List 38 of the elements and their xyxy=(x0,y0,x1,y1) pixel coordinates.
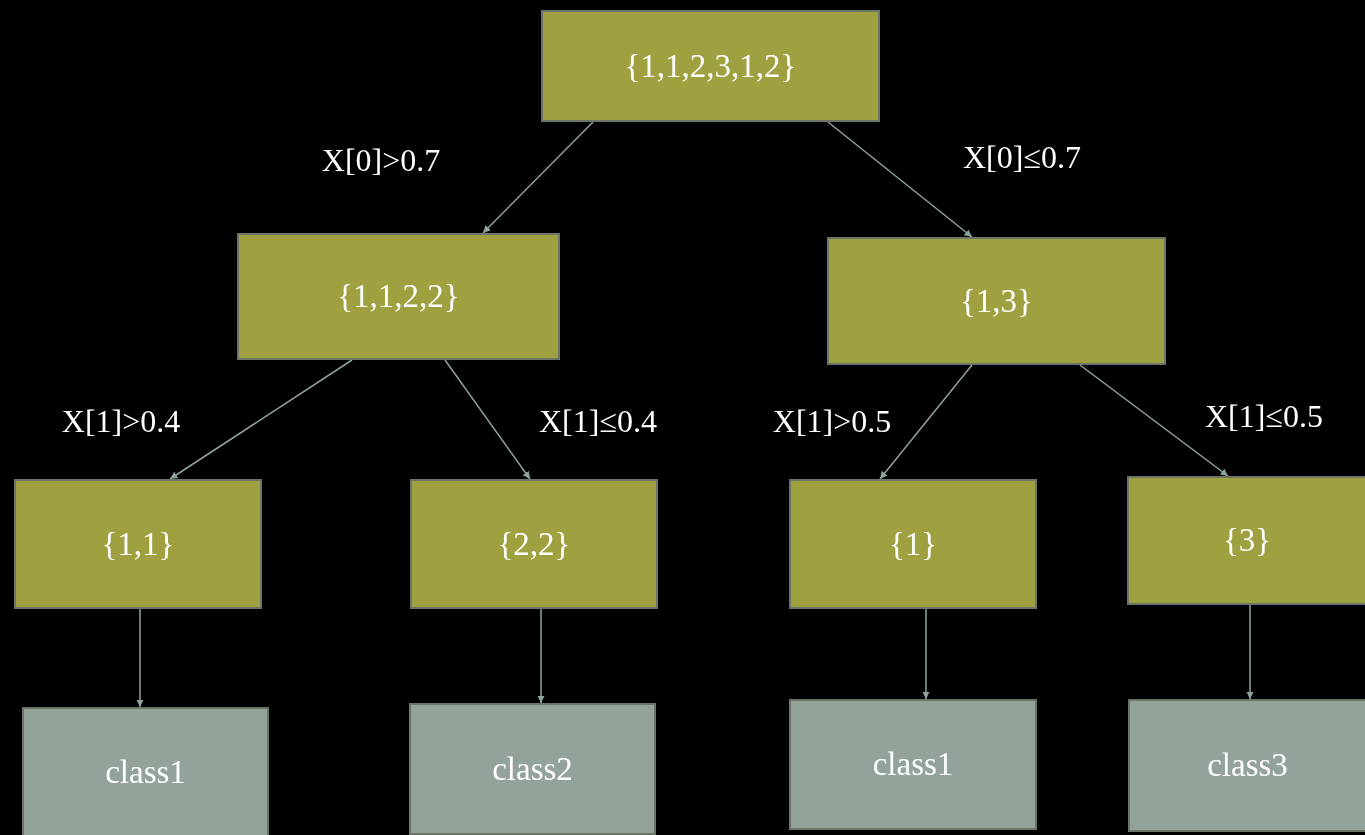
split-node-box xyxy=(827,237,1166,365)
split-node-box xyxy=(789,479,1037,609)
sample-set-label: {1,1,2,3,1,2} xyxy=(624,47,797,85)
class-box xyxy=(409,703,656,835)
split-node-box xyxy=(237,233,560,360)
class-label: class2 xyxy=(492,750,573,788)
edge-label: X[1]≤0.5 xyxy=(1205,397,1323,435)
class-label: class1 xyxy=(105,753,186,791)
sample-set-label: {1,3} xyxy=(960,282,1033,320)
split-node-box xyxy=(541,10,880,122)
arrow xyxy=(482,121,594,234)
sample-set-label: {1} xyxy=(888,525,938,563)
sample-set-label: {2,2} xyxy=(497,525,571,563)
sample-set-label: {1,1,2,2} xyxy=(337,278,460,315)
sample-set-label: {1,1} xyxy=(101,525,175,563)
arrow xyxy=(1246,604,1254,700)
split-node-box xyxy=(14,479,262,609)
split-node-box xyxy=(1127,476,1365,605)
arrow xyxy=(1079,364,1229,477)
edge-label: X[1]>0.4 xyxy=(61,402,181,440)
class-box xyxy=(22,707,269,835)
arrow xyxy=(922,608,930,700)
edge-label: X[1]≤0.4 xyxy=(539,402,657,440)
class-box xyxy=(789,699,1037,830)
arrow xyxy=(827,121,973,238)
arrow xyxy=(879,364,973,480)
edge-label: X[1]>0.5 xyxy=(772,402,892,440)
arrow xyxy=(537,608,545,704)
class-box xyxy=(1128,699,1365,832)
arrow xyxy=(444,359,531,480)
edge-label: X[0]≤0.7 xyxy=(963,138,1081,176)
class-label: class3 xyxy=(1207,747,1288,784)
arrow xyxy=(169,359,353,480)
arrow xyxy=(136,608,144,708)
class-label: class1 xyxy=(872,746,954,783)
edge-label: X[0]>0.7 xyxy=(321,141,441,179)
split-node-box xyxy=(410,479,658,609)
sample-set-label: {3} xyxy=(1222,522,1272,559)
